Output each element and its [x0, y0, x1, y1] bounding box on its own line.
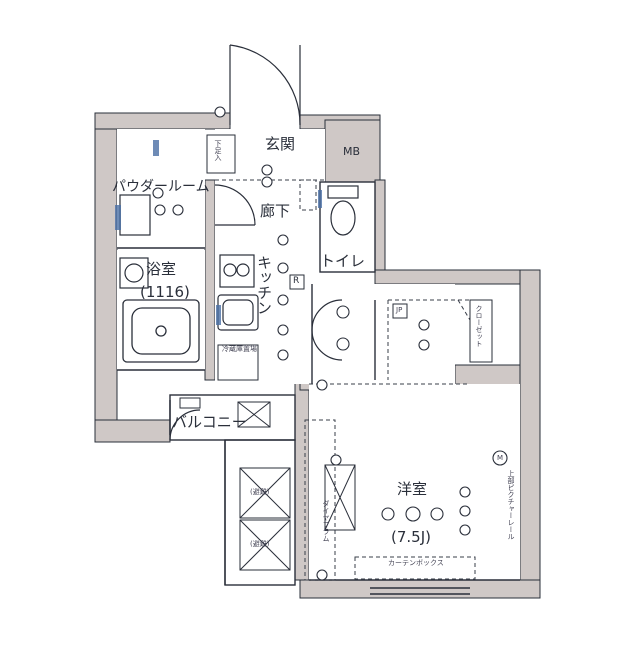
washing-machine-icon [119, 257, 149, 289]
room-label-genkan: 玄関 [265, 135, 296, 153]
room-label-western-room-size: (7.5J) [391, 528, 431, 546]
bathtub-icon [122, 299, 200, 363]
room-label-powder-room: パウダールーム [112, 179, 210, 195]
closet-label: クローゼット [475, 305, 483, 347]
curtain-box-label: カーテンボックス [388, 559, 444, 567]
room-label-bathroom: 浴室 [146, 260, 177, 278]
room-label-balcony: バルコニー [172, 413, 247, 431]
emergency-hatch-icon [237, 401, 356, 571]
room-label-corridor: 廊下 [260, 202, 291, 220]
vertical-note-label: ダイヤフラム [322, 500, 330, 542]
refrigerator-label: R [293, 276, 300, 286]
emergency-hatch-label: (避難) [250, 540, 270, 548]
shoebox-label: 下足入 [214, 140, 222, 161]
door-swing-icon [169, 44, 343, 441]
misc-boxes [179, 134, 493, 409]
emergency-ladder-label: (避難) [250, 488, 270, 496]
jp-label: JP [396, 306, 403, 314]
room-label-mb: MB [343, 145, 361, 158]
m-label: M [497, 454, 504, 462]
stove-icon [223, 263, 250, 277]
room-label-western-room: 洋室 [397, 480, 428, 498]
curtain-rail-label: 上部ピクチャーレール [507, 470, 515, 540]
room-label-toilet: トイレ [320, 252, 366, 270]
kitchen-note-label: 冷蔵庫置場 [222, 345, 257, 353]
room-label-kitchen: キッチン [255, 255, 273, 315]
room-label-bathroom-size: (1116) [140, 283, 190, 301]
room-lines [117, 181, 520, 595]
toilet-icon [327, 185, 359, 236]
